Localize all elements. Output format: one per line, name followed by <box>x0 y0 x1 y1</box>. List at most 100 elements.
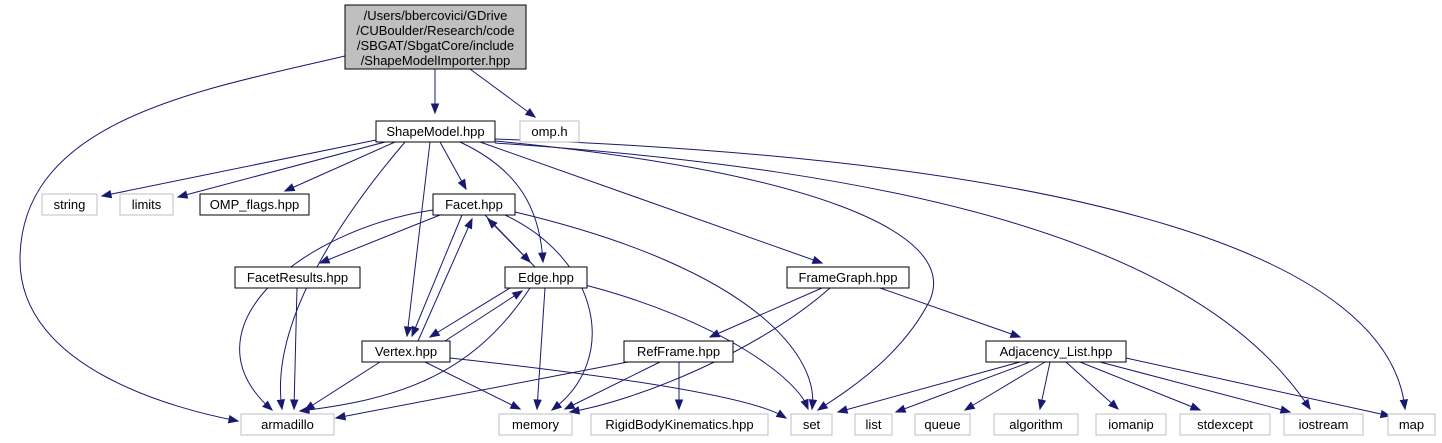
edge-adjacency-to-list <box>894 361 1031 413</box>
edge-line-shapemodel-to-omp-flags <box>284 141 396 192</box>
node-facetresults[interactable]: FacetResults.hpp <box>234 266 361 289</box>
arrowhead-edge-to-vertex <box>428 328 441 338</box>
edge-adjacency-to-set <box>836 361 1021 414</box>
edge-line-shapemodel-to-set <box>494 140 935 411</box>
label-limits: limits <box>132 197 162 212</box>
edge-line-vertex-to-memory <box>424 361 521 410</box>
edge-facet-to-armadillo <box>239 209 434 411</box>
arrowhead-vertex-to-armadillo <box>303 401 316 411</box>
label-rigidbody: RigidBodyKinematics.hpp <box>605 417 753 432</box>
edge-shapemodel-to-string <box>100 139 377 199</box>
arrowhead-root-to-shapemodel <box>430 103 440 115</box>
node-algorithm[interactable]: algorithm <box>993 413 1079 436</box>
node-facet[interactable]: Facet.hpp <box>432 193 516 216</box>
arrowhead-refframe-to-rigidbody <box>674 399 684 411</box>
edge-line-facet-to-memory <box>504 214 593 411</box>
edge-line-vertex-to-facet <box>417 218 473 342</box>
edge-vertex-to-memory <box>424 361 522 410</box>
arrowhead-shapemodel-to-framegraph <box>811 255 824 264</box>
edge-edge-to-set <box>584 284 809 411</box>
edge-shapemodel-to-omp-flags <box>283 141 396 192</box>
edge-shapemodel-to-set <box>494 140 935 411</box>
arrowhead-shapemodel-to-omp-flags <box>283 183 296 192</box>
edge-vertex-to-facet <box>417 217 473 342</box>
node-string[interactable]: string <box>41 193 98 216</box>
edge-line-root-to-armadillo <box>19 55 346 422</box>
edge-facet-to-memory <box>504 214 593 411</box>
arrowhead-refframe-to-armadillo <box>334 412 347 421</box>
node-iomanip[interactable]: iomanip <box>1095 413 1167 436</box>
edge-line-adjacency-to-map <box>1125 357 1391 417</box>
edge-line-vertex-to-set <box>449 357 787 419</box>
edge-line-root-to-omp-h <box>469 68 536 118</box>
node-framegraph[interactable]: FrameGraph.hpp <box>786 266 910 289</box>
node-list[interactable]: list <box>854 413 893 436</box>
node-vertex[interactable]: Vertex.hpp <box>361 340 451 363</box>
node-shapemodel[interactable]: ShapeModel.hpp <box>375 120 496 143</box>
edge-facetresults-to-armadillo <box>290 287 299 411</box>
edge-line-edge-to-vertex <box>429 287 511 338</box>
edge-root-to-armadillo <box>19 55 346 424</box>
node-iostream[interactable]: iostream <box>1283 413 1364 436</box>
arrowhead-framegraph-to-memory <box>568 406 581 415</box>
edge-line-adjacency-to-stdexcept <box>1079 361 1201 411</box>
label-omp-flags: OMP_flags.hpp <box>210 197 300 212</box>
edge-line-framegraph-to-adjacency <box>879 287 1021 338</box>
label-edge: Edge.hpp <box>518 270 574 285</box>
label-iostream: iostream <box>1299 417 1349 432</box>
root-line-2: /CUBoulder/Research/code <box>356 23 514 38</box>
edge-line-edge-to-set <box>584 284 809 410</box>
label-facetresults: FacetResults.hpp <box>247 270 348 285</box>
node-map[interactable]: map <box>1387 413 1436 436</box>
arrowhead-adjacency-to-list <box>894 404 907 413</box>
arrowhead-edge-to-set <box>800 398 809 411</box>
node-rigidbody[interactable]: RigidBodyKinematics.hpp <box>590 413 769 436</box>
node-queue[interactable]: queue <box>914 413 971 436</box>
edge-shapemodel-to-edge <box>459 141 547 264</box>
edge-shapemodel-to-facet <box>439 141 467 191</box>
arrowhead-shapemodel-to-map <box>1399 399 1409 411</box>
arrowhead-vertex-to-facet <box>464 217 473 230</box>
label-stdexcept: stdexcept <box>1197 417 1253 432</box>
node-adjacency[interactable]: Adjacency_List.hpp <box>985 340 1127 363</box>
arrowhead-shapemodel-to-iostream <box>1301 398 1311 411</box>
node-memory[interactable]: memory <box>498 413 573 436</box>
node-stdexcept[interactable]: stdexcept <box>1179 413 1271 436</box>
arrowhead-facet-to-facetresults <box>318 255 331 264</box>
label-omp-h: omp.h <box>531 124 567 139</box>
edge-adjacency-to-queue <box>963 361 1046 411</box>
arrowhead-shapemodel-to-vertex <box>403 326 413 338</box>
node-omp-h[interactable]: omp.h <box>519 120 580 143</box>
edge-refframe-to-memory <box>563 361 661 410</box>
arrowhead-vertex-to-edge <box>511 290 524 300</box>
edge-line-adjacency-to-set <box>837 361 1021 413</box>
arrowhead-facet-to-armadillo <box>262 400 274 411</box>
edge-refframe-to-armadillo <box>334 361 629 421</box>
edge-line-facetresults-to-armadillo <box>293 287 298 410</box>
node-edge[interactable]: Edge.hpp <box>504 266 588 289</box>
edge-line-edge-to-memory <box>536 287 546 410</box>
arrowhead-root-to-omp-h <box>524 107 537 118</box>
label-armadillo: armadillo <box>261 417 314 432</box>
arrowhead-shapemodel-to-edge <box>538 252 547 264</box>
edge-adjacency-to-map <box>1125 357 1392 419</box>
edge-shapemodel-to-map <box>494 138 1409 411</box>
root-node-box[interactable] <box>344 4 527 70</box>
node-root[interactable]: /Users/bbercovici/GDrive /CUBoulder/Rese… <box>344 4 527 70</box>
node-omp-flags[interactable]: OMP_flags.hpp <box>199 193 310 216</box>
edge-edge-to-vertex <box>428 287 511 338</box>
edge-line-shapemodel-to-string <box>101 139 377 197</box>
edge-edge-to-facet <box>487 218 536 268</box>
edge-line-framegraph-to-refframe <box>709 287 823 338</box>
label-facet: Facet.hpp <box>445 197 503 212</box>
node-set[interactable]: set <box>790 413 833 436</box>
node-refframe[interactable]: RefFrame.hpp <box>623 340 734 363</box>
label-adjacency: Adjacency_List.hpp <box>1000 344 1113 359</box>
edge-vertex-to-set <box>449 357 788 419</box>
edge-line-shapemodel-to-limits <box>177 141 386 198</box>
edge-line-shapemodel-to-edge <box>459 141 544 263</box>
node-limits[interactable]: limits <box>119 193 174 216</box>
edge-line-edge-to-armadillo <box>299 287 531 412</box>
node-armadillo[interactable]: armadillo <box>240 413 335 436</box>
